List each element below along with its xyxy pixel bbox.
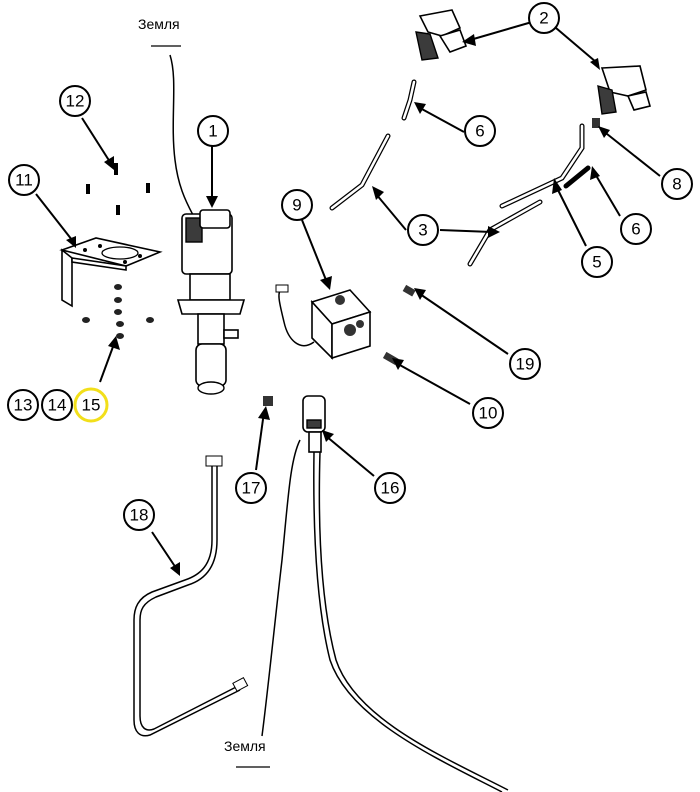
callout-13-text: 13	[14, 396, 33, 415]
spray-gun-right	[592, 65, 651, 128]
ground-label-top-text: Земля	[138, 16, 180, 32]
callout-15-text: 15	[82, 396, 101, 415]
callout-12: 12	[59, 85, 91, 117]
ground-label-bottom: Земля	[224, 439, 301, 768]
callout-2: 2	[528, 2, 560, 34]
callout-16: 16	[374, 472, 406, 504]
leader-lines	[35, 21, 661, 576]
callout-11-text: 11	[15, 171, 33, 190]
callout-16-text: 16	[381, 479, 400, 498]
callout-5: 5	[581, 246, 613, 278]
callout-17: 17	[235, 472, 267, 504]
callout-19-text: 19	[516, 355, 535, 374]
mounting-bracket	[59, 237, 163, 308]
callout-10: 10	[472, 397, 504, 429]
callout-5-text: 5	[592, 253, 601, 272]
callout-6a-text: 6	[475, 122, 484, 141]
callout-6b-text: 6	[631, 220, 640, 239]
callout-9-text: 9	[292, 196, 301, 215]
ground-label-bottom-text: Земля	[224, 738, 266, 754]
callout-11: 11	[8, 164, 40, 196]
callout-3: 3	[407, 214, 439, 246]
callout-14: 14	[41, 389, 73, 421]
callout-18: 18	[123, 499, 155, 531]
callout-14-text: 14	[48, 396, 67, 415]
callout-1: 1	[197, 115, 229, 147]
callout-8: 8	[661, 168, 693, 200]
callout-3-text: 3	[418, 221, 427, 240]
callout-13: 13	[7, 389, 39, 421]
callout-1-text: 1	[208, 122, 217, 141]
nuts-washers	[82, 284, 154, 339]
plug	[263, 396, 273, 406]
callout-6b: 6	[620, 213, 652, 245]
ground-label-top: Земля	[138, 16, 194, 216]
callout-18-text: 18	[130, 506, 149, 525]
callout-2-text: 2	[539, 9, 548, 28]
callout-17-text: 17	[242, 479, 261, 498]
callout-6a: 6	[464, 115, 496, 147]
fitting-19	[402, 284, 416, 297]
hose-6-right	[563, 165, 591, 189]
hose-3-lower	[467, 199, 543, 267]
callout-19: 19	[509, 348, 541, 380]
screws	[86, 163, 150, 215]
hose-gun	[302, 395, 509, 792]
callout-10-text: 10	[479, 404, 498, 423]
manifold	[275, 284, 372, 360]
callout-15: 15	[73, 387, 109, 423]
hose-3-upper	[329, 133, 391, 211]
bent-tube	[133, 455, 249, 737]
pump-assembly	[176, 209, 246, 395]
spray-gun-top	[415, 9, 468, 61]
callout-9: 9	[281, 189, 313, 221]
callout-12-text: 12	[66, 92, 85, 111]
callout-8-text: 8	[672, 175, 681, 194]
hose-6-top	[401, 79, 417, 121]
hose-5	[499, 123, 585, 209]
